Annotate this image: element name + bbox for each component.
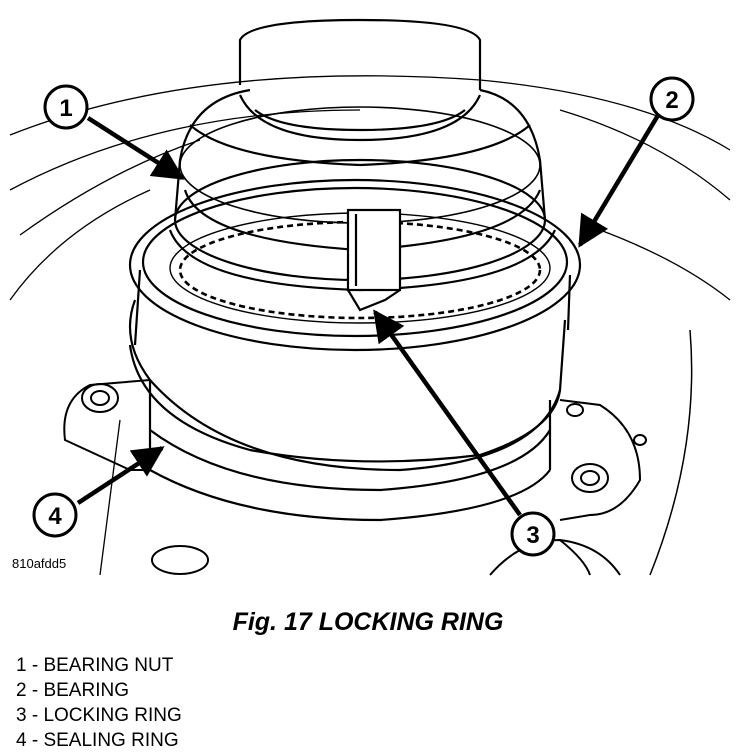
leader-lines bbox=[76, 110, 662, 517]
drawing-id: 810afdd5 bbox=[12, 556, 67, 571]
callout-1: 1 bbox=[43, 84, 89, 130]
legend-item: 3 - LOCKING RING bbox=[16, 705, 182, 726]
svg-text:3: 3 bbox=[526, 522, 539, 549]
legend-item: 1 - BEARING NUT bbox=[16, 655, 174, 676]
callout-4: 4 bbox=[32, 492, 78, 538]
legend-item: 4 - SEALING RING bbox=[16, 730, 179, 751]
svg-text:4: 4 bbox=[48, 503, 62, 530]
line-drawing: 1 2 3 4 bbox=[9, 18, 731, 576]
bearing-assembly bbox=[128, 18, 582, 522]
hub-flange bbox=[63, 379, 647, 576]
legend: 1 - BEARING NUT 2 - BEARING 3 - LOCKING … bbox=[16, 653, 182, 753]
callout-3: 3 bbox=[510, 511, 556, 557]
callout-2: 2 bbox=[649, 76, 695, 122]
legend-item: 2 - BEARING bbox=[16, 680, 129, 701]
svg-text:2: 2 bbox=[665, 87, 678, 114]
backing-plate bbox=[9, 75, 731, 576]
svg-text:1: 1 bbox=[59, 95, 72, 122]
figure-caption: Fig. 17 LOCKING RING bbox=[232, 608, 504, 636]
